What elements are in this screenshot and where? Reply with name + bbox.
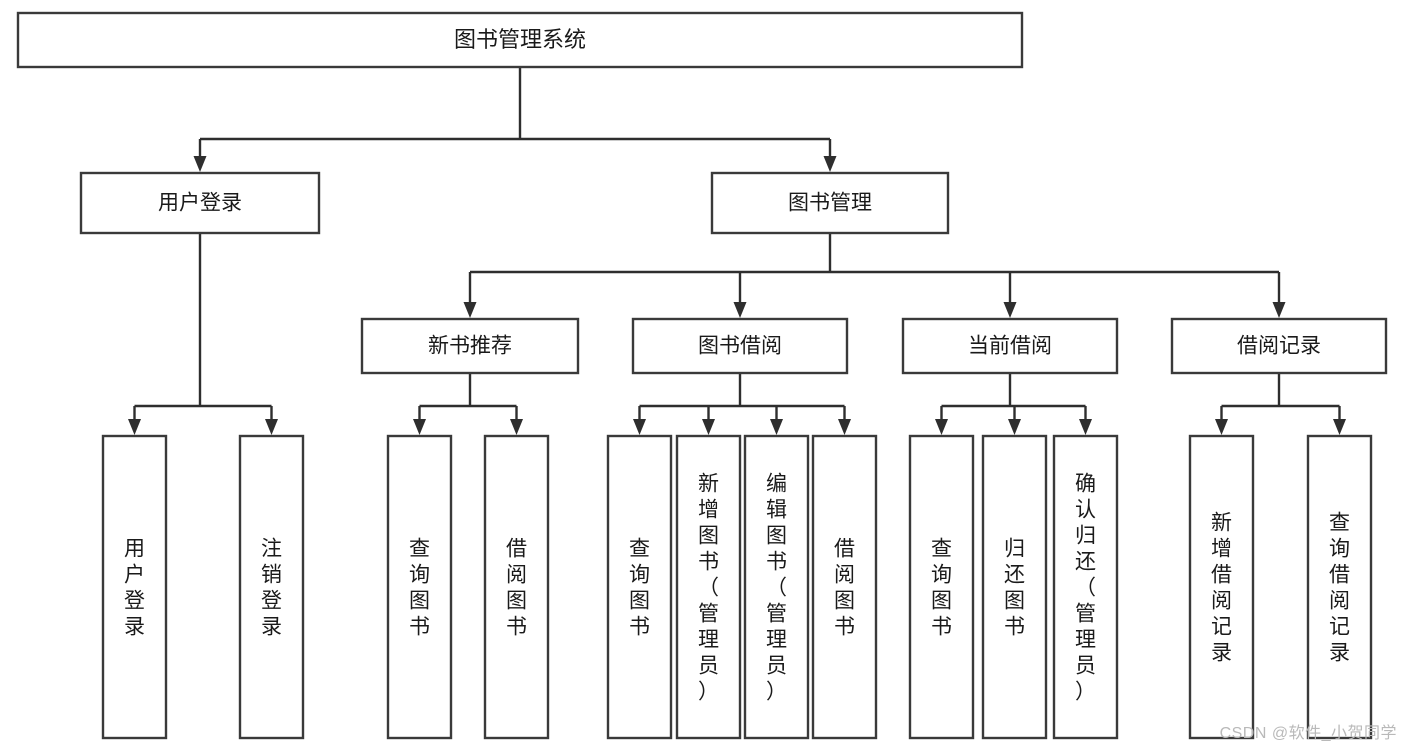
node-leaf-borrow-book-1[interactable]: 借阅图书 — [483, 434, 550, 740]
node-box-book-borrow[interactable] — [631, 317, 849, 375]
arrow-head — [128, 419, 141, 435]
arrow-head — [463, 302, 477, 318]
node-leaf-add-record[interactable]: 新增借阅记录 — [1188, 434, 1255, 740]
node-leaf-query-record[interactable]: 查询借阅记录 — [1306, 434, 1373, 740]
node-label-leaf-borrow-book-2: 借阅图书 — [834, 537, 855, 638]
node-label-book-borrow: 图书借阅 — [698, 335, 782, 358]
node-label-user-login: 用户登录 — [158, 192, 242, 215]
node-box-leaf-user-login[interactable] — [101, 434, 168, 740]
node-box-leaf-borrow-book-1[interactable] — [483, 434, 550, 740]
arrow-head — [1215, 419, 1228, 435]
node-box-book-manage[interactable] — [710, 171, 950, 235]
arrow-head — [1008, 419, 1021, 435]
node-label-leaf-borrow-book-1: 借阅图书 — [506, 537, 527, 638]
node-label-leaf-user-login: 用户登录 — [124, 537, 145, 638]
node-label-leaf-return-book: 归还图书 — [1004, 537, 1025, 638]
node-box-current-borrow[interactable] — [901, 317, 1119, 375]
arrow-head — [838, 419, 851, 435]
arrow-head — [1079, 419, 1092, 435]
node-box-leaf-logout[interactable] — [238, 434, 305, 740]
node-label-leaf-query-book-2: 查询图书 — [629, 537, 650, 638]
node-label-leaf-query-book-1: 查询图书 — [409, 537, 430, 638]
node-box-borrow-record[interactable] — [1170, 317, 1388, 375]
node-label-leaf-edit-book: 编辑图书（管理员） — [766, 472, 787, 703]
node-box-leaf-confirm-return[interactable] — [1052, 434, 1119, 740]
node-leaf-user-login[interactable]: 用户登录 — [101, 434, 168, 740]
node-box-new-book-recommend[interactable] — [360, 317, 580, 375]
node-box-root[interactable] — [16, 11, 1024, 69]
node-user-login[interactable]: 用户登录 — [79, 171, 321, 235]
arrow-head — [733, 302, 747, 318]
node-label-leaf-query-record: 查询借阅记录 — [1329, 511, 1350, 664]
node-root[interactable]: 图书管理系统 — [16, 11, 1024, 69]
connectors-layer — [128, 67, 1346, 435]
arrow-head — [935, 419, 948, 435]
arrow-head — [413, 419, 426, 435]
node-box-leaf-borrow-book-2[interactable] — [811, 434, 878, 740]
node-box-leaf-add-book[interactable] — [675, 434, 742, 740]
node-leaf-edit-book[interactable]: 编辑图书（管理员） — [743, 434, 810, 740]
arrow-head — [510, 419, 523, 435]
node-leaf-borrow-book-2[interactable]: 借阅图书 — [811, 434, 878, 740]
arrow-head — [1003, 302, 1017, 318]
node-box-user-login[interactable] — [79, 171, 321, 235]
node-box-leaf-edit-book[interactable] — [743, 434, 810, 740]
node-label-current-borrow: 当前借阅 — [968, 335, 1052, 358]
node-current-borrow[interactable]: 当前借阅 — [901, 317, 1119, 375]
node-box-leaf-query-book-1[interactable] — [386, 434, 453, 740]
node-label-book-manage: 图书管理 — [788, 192, 872, 215]
node-leaf-return-book[interactable]: 归还图书 — [981, 434, 1048, 740]
node-label-root: 图书管理系统 — [454, 27, 586, 52]
node-book-manage[interactable]: 图书管理 — [710, 171, 950, 235]
arrow-head — [1272, 302, 1286, 318]
node-label-borrow-record: 借阅记录 — [1237, 335, 1321, 358]
node-label-new-book-recommend: 新书推荐 — [428, 335, 512, 358]
node-label-leaf-logout: 注销登录 — [261, 537, 282, 638]
arrow-head — [702, 419, 715, 435]
node-new-book-recommend[interactable]: 新书推荐 — [360, 317, 580, 375]
nodes-layer: 图书管理系统用户登录图书管理新书推荐图书借阅当前借阅借阅记录用户登录注销登录查询… — [16, 11, 1388, 740]
node-label-leaf-confirm-return: 确认归还（管理员） — [1075, 472, 1096, 703]
node-box-leaf-query-book-3[interactable] — [908, 434, 975, 740]
node-label-leaf-add-record: 新增借阅记录 — [1211, 511, 1232, 664]
arrow-head — [633, 419, 646, 435]
node-book-borrow[interactable]: 图书借阅 — [631, 317, 849, 375]
arrow-head — [770, 419, 783, 435]
node-leaf-logout[interactable]: 注销登录 — [238, 434, 305, 740]
node-leaf-query-book-1[interactable]: 查询图书 — [386, 434, 453, 740]
node-borrow-record[interactable]: 借阅记录 — [1170, 317, 1388, 375]
node-box-leaf-add-record[interactable] — [1188, 434, 1255, 740]
csdn-watermark: CSDN @软件_小贺同学 — [1219, 725, 1397, 742]
arrow-head — [193, 156, 207, 172]
node-label-leaf-add-book: 新增图书（管理员） — [698, 472, 719, 703]
node-leaf-add-book[interactable]: 新增图书（管理员） — [675, 434, 742, 740]
arrow-head — [823, 156, 837, 172]
node-box-leaf-query-book-2[interactable] — [606, 434, 673, 740]
arrow-head — [265, 419, 278, 435]
node-leaf-query-book-2[interactable]: 查询图书 — [606, 434, 673, 740]
node-box-leaf-query-record[interactable] — [1306, 434, 1373, 740]
node-leaf-confirm-return[interactable]: 确认归还（管理员） — [1052, 434, 1119, 740]
node-box-leaf-return-book[interactable] — [981, 434, 1048, 740]
node-leaf-query-book-3[interactable]: 查询图书 — [908, 434, 975, 740]
arrow-head — [1333, 419, 1346, 435]
node-label-leaf-query-book-3: 查询图书 — [931, 537, 952, 638]
